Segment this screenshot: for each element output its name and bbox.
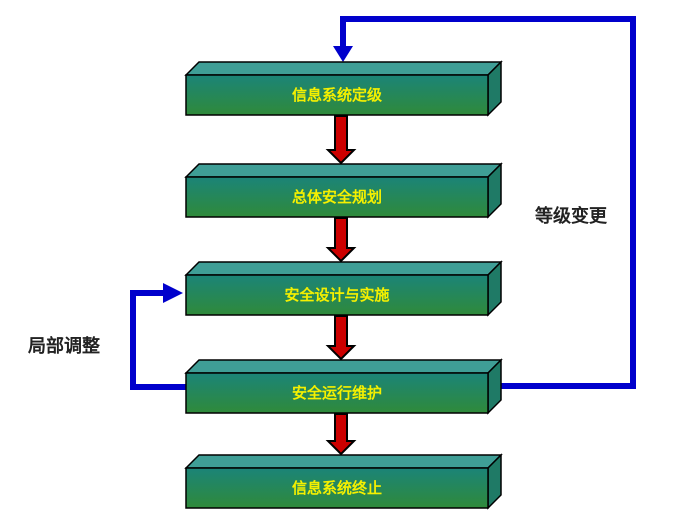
local-adjust-label: 局部调整 bbox=[28, 335, 100, 357]
step-label: 安全设计与实施 bbox=[284, 286, 389, 304]
step-box: 总体安全规划 bbox=[184, 162, 503, 219]
local-adjust-arrowhead bbox=[163, 283, 183, 303]
box-top-face bbox=[184, 261, 503, 276]
box-top-face bbox=[184, 454, 503, 469]
step-box: 安全运行维护 bbox=[184, 358, 503, 415]
flow-arrow bbox=[325, 413, 357, 456]
box-front-face bbox=[185, 372, 489, 414]
step-label: 总体安全规划 bbox=[292, 188, 382, 206]
step-box: 信息系统定级 bbox=[184, 60, 503, 117]
level-change-line bbox=[340, 16, 636, 389]
box-top-face bbox=[184, 359, 503, 374]
step-label: 安全运行维护 bbox=[292, 384, 382, 402]
step-label: 信息系统定级 bbox=[292, 86, 383, 104]
step-label: 信息系统终止 bbox=[292, 479, 382, 497]
box-front-face bbox=[185, 74, 489, 116]
level-change-loop: 等级变更 bbox=[333, 16, 636, 389]
local-adjust-loop: 局部调整 bbox=[28, 283, 186, 390]
step-box: 信息系统终止 bbox=[184, 453, 503, 510]
box-top-face bbox=[184, 61, 503, 76]
level-change-arrowhead bbox=[333, 46, 353, 62]
step-box: 安全设计与实施 bbox=[184, 260, 503, 317]
box-front-face bbox=[185, 467, 489, 509]
level-change-label: 等级变更 bbox=[535, 205, 608, 227]
box-top-face bbox=[184, 163, 503, 178]
flow-arrow bbox=[325, 115, 357, 165]
local-adjust-line bbox=[130, 290, 186, 390]
flow-arrow bbox=[325, 217, 357, 263]
flow-arrow bbox=[325, 315, 357, 361]
